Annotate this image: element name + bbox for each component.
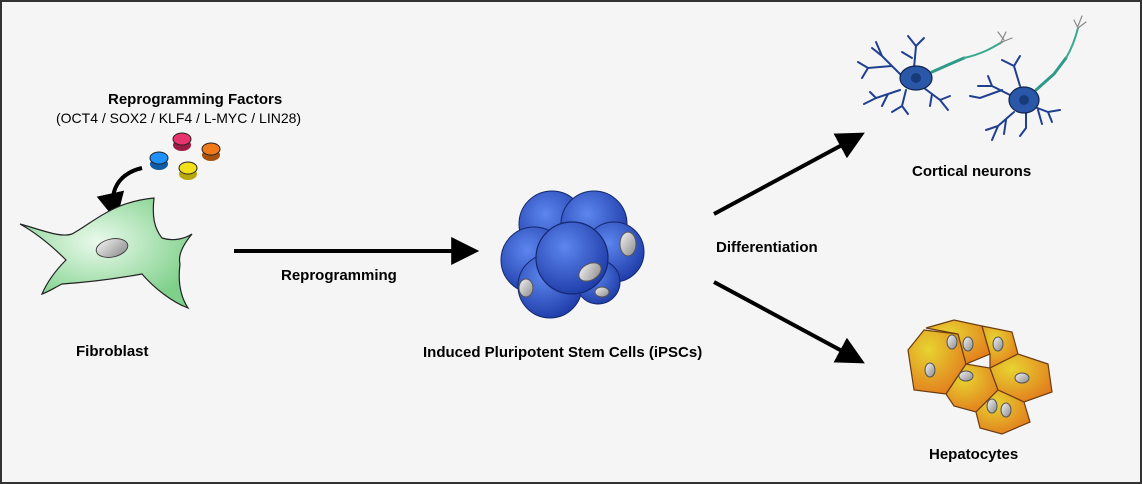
fibroblast-nucleus <box>95 238 129 258</box>
hepatocyte-cluster <box>907 319 1053 435</box>
factors-list: (OCT4 / SOX2 / KLF4 / L-MYC / LIN28) <box>56 110 302 126</box>
neuron-right <box>969 15 1087 141</box>
factors-to-fibroblast-arrow <box>96 166 143 221</box>
hepatocytes-label: Hepatocytes <box>929 446 1019 463</box>
factor-token-pink <box>172 132 192 151</box>
reprogramming-label: Reprogramming <box>281 267 397 284</box>
factor-token-orange <box>201 142 221 161</box>
neuron-left <box>857 31 1013 115</box>
differentiation-label: Differentiation <box>716 239 818 256</box>
factor-token-yellow <box>178 161 198 180</box>
to-hepatocytes-arrow <box>713 280 865 364</box>
fibroblast-label: Fibroblast <box>76 343 149 360</box>
ipsc-label: Induced Pluripotent Stem Cells (iPSCs) <box>423 344 703 361</box>
factor-token-blue <box>149 151 169 170</box>
to-neurons-arrow <box>713 132 865 216</box>
ipsc-cluster <box>500 190 645 319</box>
neurons-label: Cortical neurons <box>912 163 1032 180</box>
factor-tokens <box>149 132 221 180</box>
fibroblast-cell <box>19 197 193 310</box>
factors-title: Reprogramming Factors <box>108 91 283 108</box>
